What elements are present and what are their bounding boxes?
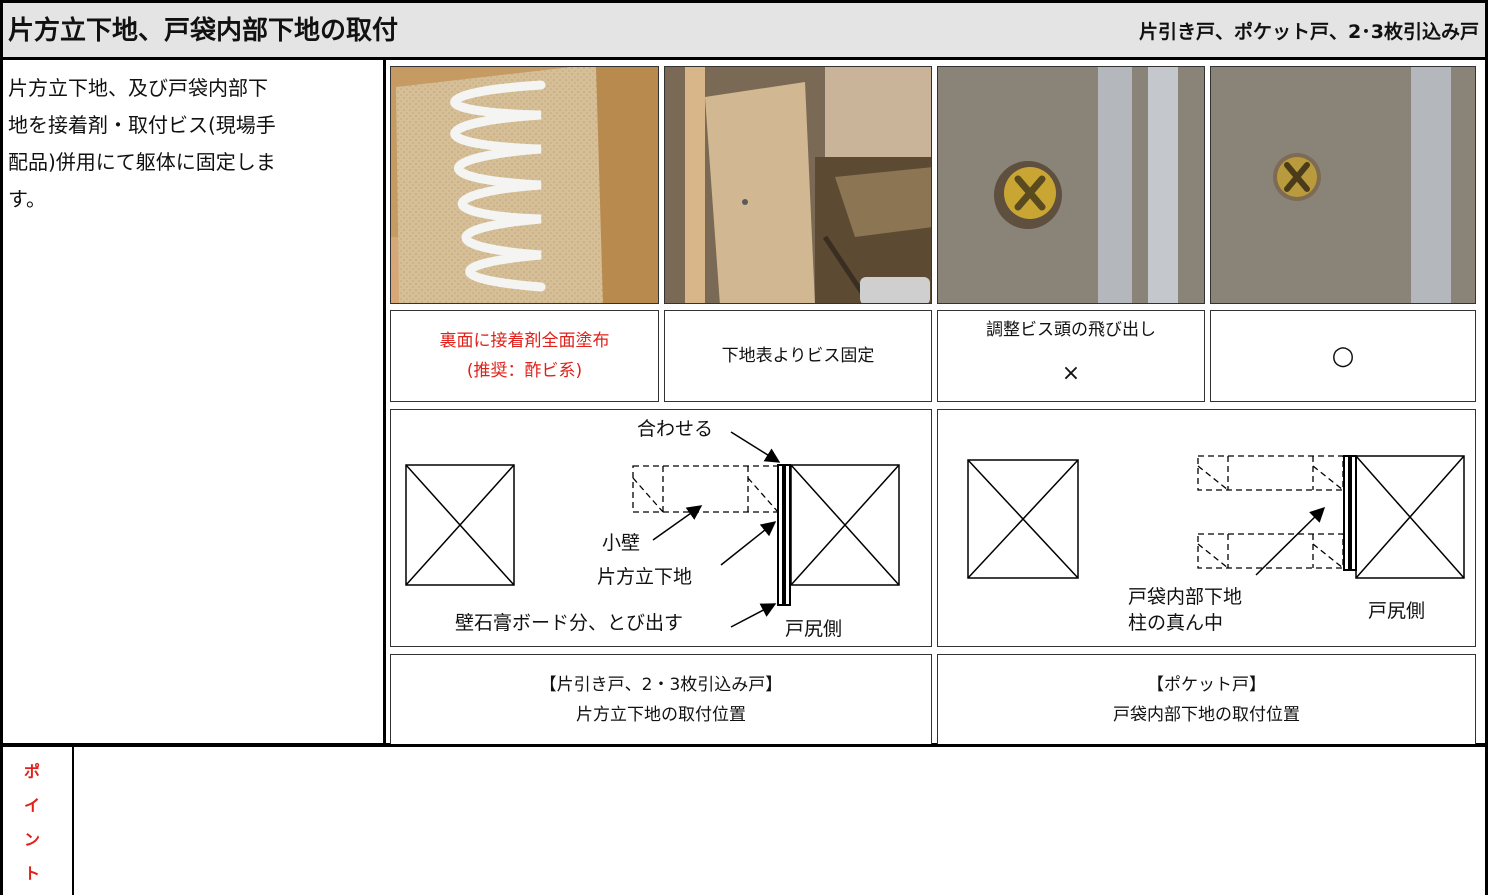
point-char: ポ: [24, 762, 41, 781]
diagram-tobukuro-label-line2: 戸袋内部下地の取付位置: [1113, 705, 1300, 725]
diagram-tobukuro-label: 【ポケット戸】 戸袋内部下地の取付位置: [937, 654, 1476, 746]
point-divider: [0, 744, 1488, 747]
caption-screw-flush: ○: [1210, 310, 1476, 402]
point-char: ン: [24, 830, 41, 849]
page-title: 片方立下地、戸袋内部下地の取付: [8, 16, 399, 46]
diagram-tobukuro: 戸袋内部下地 柱の真ん中 戸尻側: [937, 409, 1476, 647]
ok-mark: ○: [1331, 341, 1355, 371]
tobukuro-board: [1343, 455, 1357, 571]
label-tobukuro: 戸袋内部下地: [1128, 586, 1243, 608]
point-char: ト: [24, 864, 41, 883]
pillar-left: [967, 459, 1079, 579]
photo-screw-fix: [664, 66, 932, 304]
diagram-katahodate-drawing: [405, 431, 900, 628]
label-align: 合わせる: [637, 418, 714, 440]
page-subtitle: 片引き戸、ポケット戸、2･3枚引込み戸: [1139, 21, 1479, 43]
label-small-wall: 小壁: [602, 532, 641, 554]
label-board: 壁石膏ボード分、とび出す: [455, 612, 684, 634]
caption-screw-fix-text: 下地表よりビス固定: [721, 346, 875, 366]
pillar-right: [790, 464, 900, 586]
photo-adhesive: [390, 66, 659, 304]
point-label-column: [0, 744, 74, 895]
point-section: [0, 744, 1488, 895]
caption-adhesive-line1: 裏面に接着剤全面塗布: [439, 331, 610, 351]
photo-screw-flush: [1210, 66, 1476, 304]
diagram-katahodate: 合わせる 小壁 片方立下地 壁石膏ボード分、とび出す 戸尻側: [390, 409, 932, 647]
description-line: 片方立下地、及び戸袋内部下: [8, 76, 268, 100]
label-katahodate: 片方立下地: [597, 566, 693, 588]
pocket-dashed-top: [1197, 455, 1344, 491]
description-text: 片方立下地、及び戸袋内部下 地を接着剤・取付ビス(現場手 配品)併用にて躯体に固…: [8, 70, 380, 218]
label-door-tail-right: 戸尻側: [1368, 600, 1426, 622]
pocket-dashed-bottom: [1197, 533, 1344, 569]
ng-mark: ×: [1061, 361, 1081, 386]
label-door-tail-left: 戸尻側: [785, 618, 843, 640]
caption-screw-protrude-text: 調整ビス頭の飛び出し: [986, 320, 1156, 340]
diagram-katahodate-label-line2: 片方立下地の取付位置: [576, 705, 746, 725]
description-line: す。: [8, 187, 46, 211]
diagram-katahodate-label: 【片引き戸、2・3枚引込み戸】 片方立下地の取付位置: [390, 654, 932, 746]
caption-screw-protrude: 調整ビス頭の飛び出し ×: [937, 310, 1205, 402]
label-center: 柱の真ん中: [1128, 612, 1224, 634]
caption-screw-fix: 下地表よりビス固定: [664, 310, 932, 402]
katahodate-board: [777, 464, 791, 606]
photo-screw-protrude-image: [938, 67, 1204, 303]
point-char: イ: [24, 796, 41, 815]
caption-adhesive-line2: (推奨：酢ビ系): [466, 361, 583, 381]
caption-adhesive: 裏面に接着剤全面塗布 (推奨：酢ビ系): [390, 310, 659, 402]
photo-screw-protrude: [937, 66, 1205, 304]
small-wall-dashed: [632, 465, 779, 513]
photo-screw-fix-image: [665, 67, 931, 303]
description-line: 配品)併用にて躯体に固定しま: [8, 150, 276, 174]
description-column: [0, 58, 386, 746]
diagram-katahodate-label-line1: 【片引き戸、2・3枚引込み戸】: [539, 675, 783, 695]
header-bar: [0, 0, 1488, 60]
pillar-right: [1355, 455, 1465, 579]
photo-screw-flush-image: [1211, 67, 1475, 303]
description-line: 地を接着剤・取付ビス(現場手: [8, 113, 276, 137]
diagram-tobukuro-drawing: [967, 455, 1465, 579]
pillar-left: [405, 464, 515, 586]
diagram-tobukuro-label-line1: 【ポケット戸】: [1147, 675, 1266, 695]
photo-adhesive-image: [391, 67, 658, 303]
